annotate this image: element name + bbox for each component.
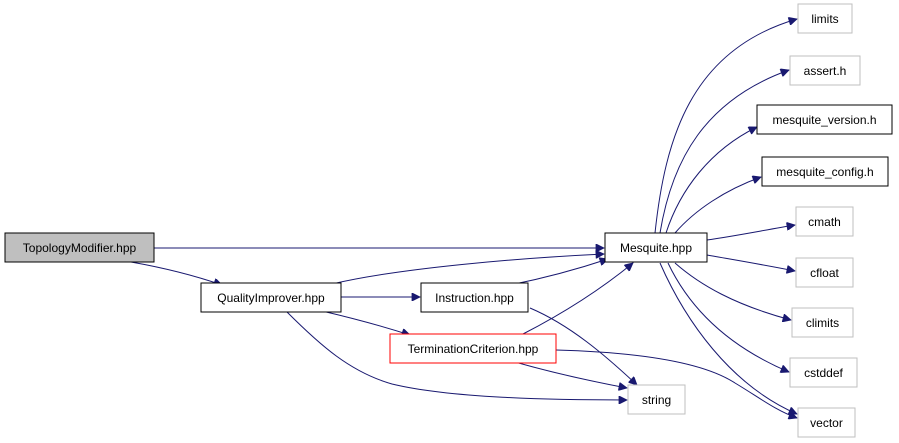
node-terminationcriterion[interactable]: TerminationCriterion.hpp: [389, 333, 557, 364]
node-label: mesquite_config.h: [776, 165, 873, 179]
edge-qualityimprover-to-string: [286, 311, 627, 400]
node-label: string: [642, 393, 671, 407]
node-label: mesquite_version.h: [772, 113, 876, 127]
edge-terminationcriterion-to-mesquite: [522, 263, 633, 335]
edge-terminationcriterion-to-vector: [555, 349, 797, 418]
edge-qualityimprover-to-terminationcriterion: [321, 310, 410, 335]
node-label: TopologyModifier.hpp: [23, 241, 137, 255]
node-string: string: [627, 384, 686, 415]
edge-mesquite-to-cstddef: [667, 262, 789, 372]
node-mesquite[interactable]: Mesquite.hpp: [604, 232, 708, 263]
node-label: cfloat: [810, 266, 839, 280]
node-label: vector: [810, 416, 843, 430]
node-mesquiteversion[interactable]: mesquite_version.h: [756, 104, 893, 135]
nodes: TopologyModifier.hpp QualityImprover.hpp…: [4, 3, 893, 438]
edge-mesquite-to-limits: [654, 19, 797, 234]
node-climits: climits: [791, 307, 854, 338]
node-mesquiteconfig[interactable]: mesquite_config.h: [761, 156, 889, 187]
node-qualityimprover[interactable]: QualityImprover.hpp: [200, 282, 342, 313]
node-cmath: cmath: [795, 206, 854, 237]
node-asserth: assert.h: [789, 55, 861, 86]
edge-mesquite-to-asserth: [659, 70, 789, 234]
node-label: assert.h: [804, 64, 847, 78]
node-label: Instruction.hpp: [435, 291, 514, 305]
edge-terminationcriterion-to-string: [514, 361, 627, 388]
edge-mesquite-to-cfloat: [706, 254, 795, 271]
edge-instruction-to-string: [529, 307, 637, 385]
edge-mesquite-to-mesquiteconfig: [674, 177, 761, 234]
node-vector: vector: [797, 407, 856, 438]
edge-mesquite-to-vector: [659, 262, 797, 414]
node-label: cmath: [808, 215, 841, 229]
edge-instruction-to-mesquite: [509, 259, 608, 286]
edge-mesquite-to-climits: [674, 262, 791, 320]
node-label: limits: [811, 12, 838, 26]
node-label: Mesquite.hpp: [620, 241, 692, 255]
node-label: QualityImprover.hpp: [217, 291, 325, 305]
edge-mesquite-to-cmath: [706, 225, 795, 241]
node-label: climits: [806, 316, 839, 330]
node-cfloat: cfloat: [795, 257, 854, 288]
node-label: cstddef: [804, 366, 843, 380]
node-instruction[interactable]: Instruction.hpp: [420, 282, 529, 313]
node-limits: limits: [797, 3, 853, 34]
node-label: TerminationCriterion.hpp: [408, 342, 539, 356]
edge-qualityimprover-to-mesquite: [331, 254, 604, 285]
edges: [130, 19, 797, 418]
node-cstddef: cstddef: [789, 357, 858, 388]
edge-topologymodifier-to-qualityimprover: [130, 261, 222, 285]
edge-mesquite-to-mesquiteversion: [665, 127, 757, 234]
node-topologymodifier[interactable]: TopologyModifier.hpp: [4, 232, 155, 263]
